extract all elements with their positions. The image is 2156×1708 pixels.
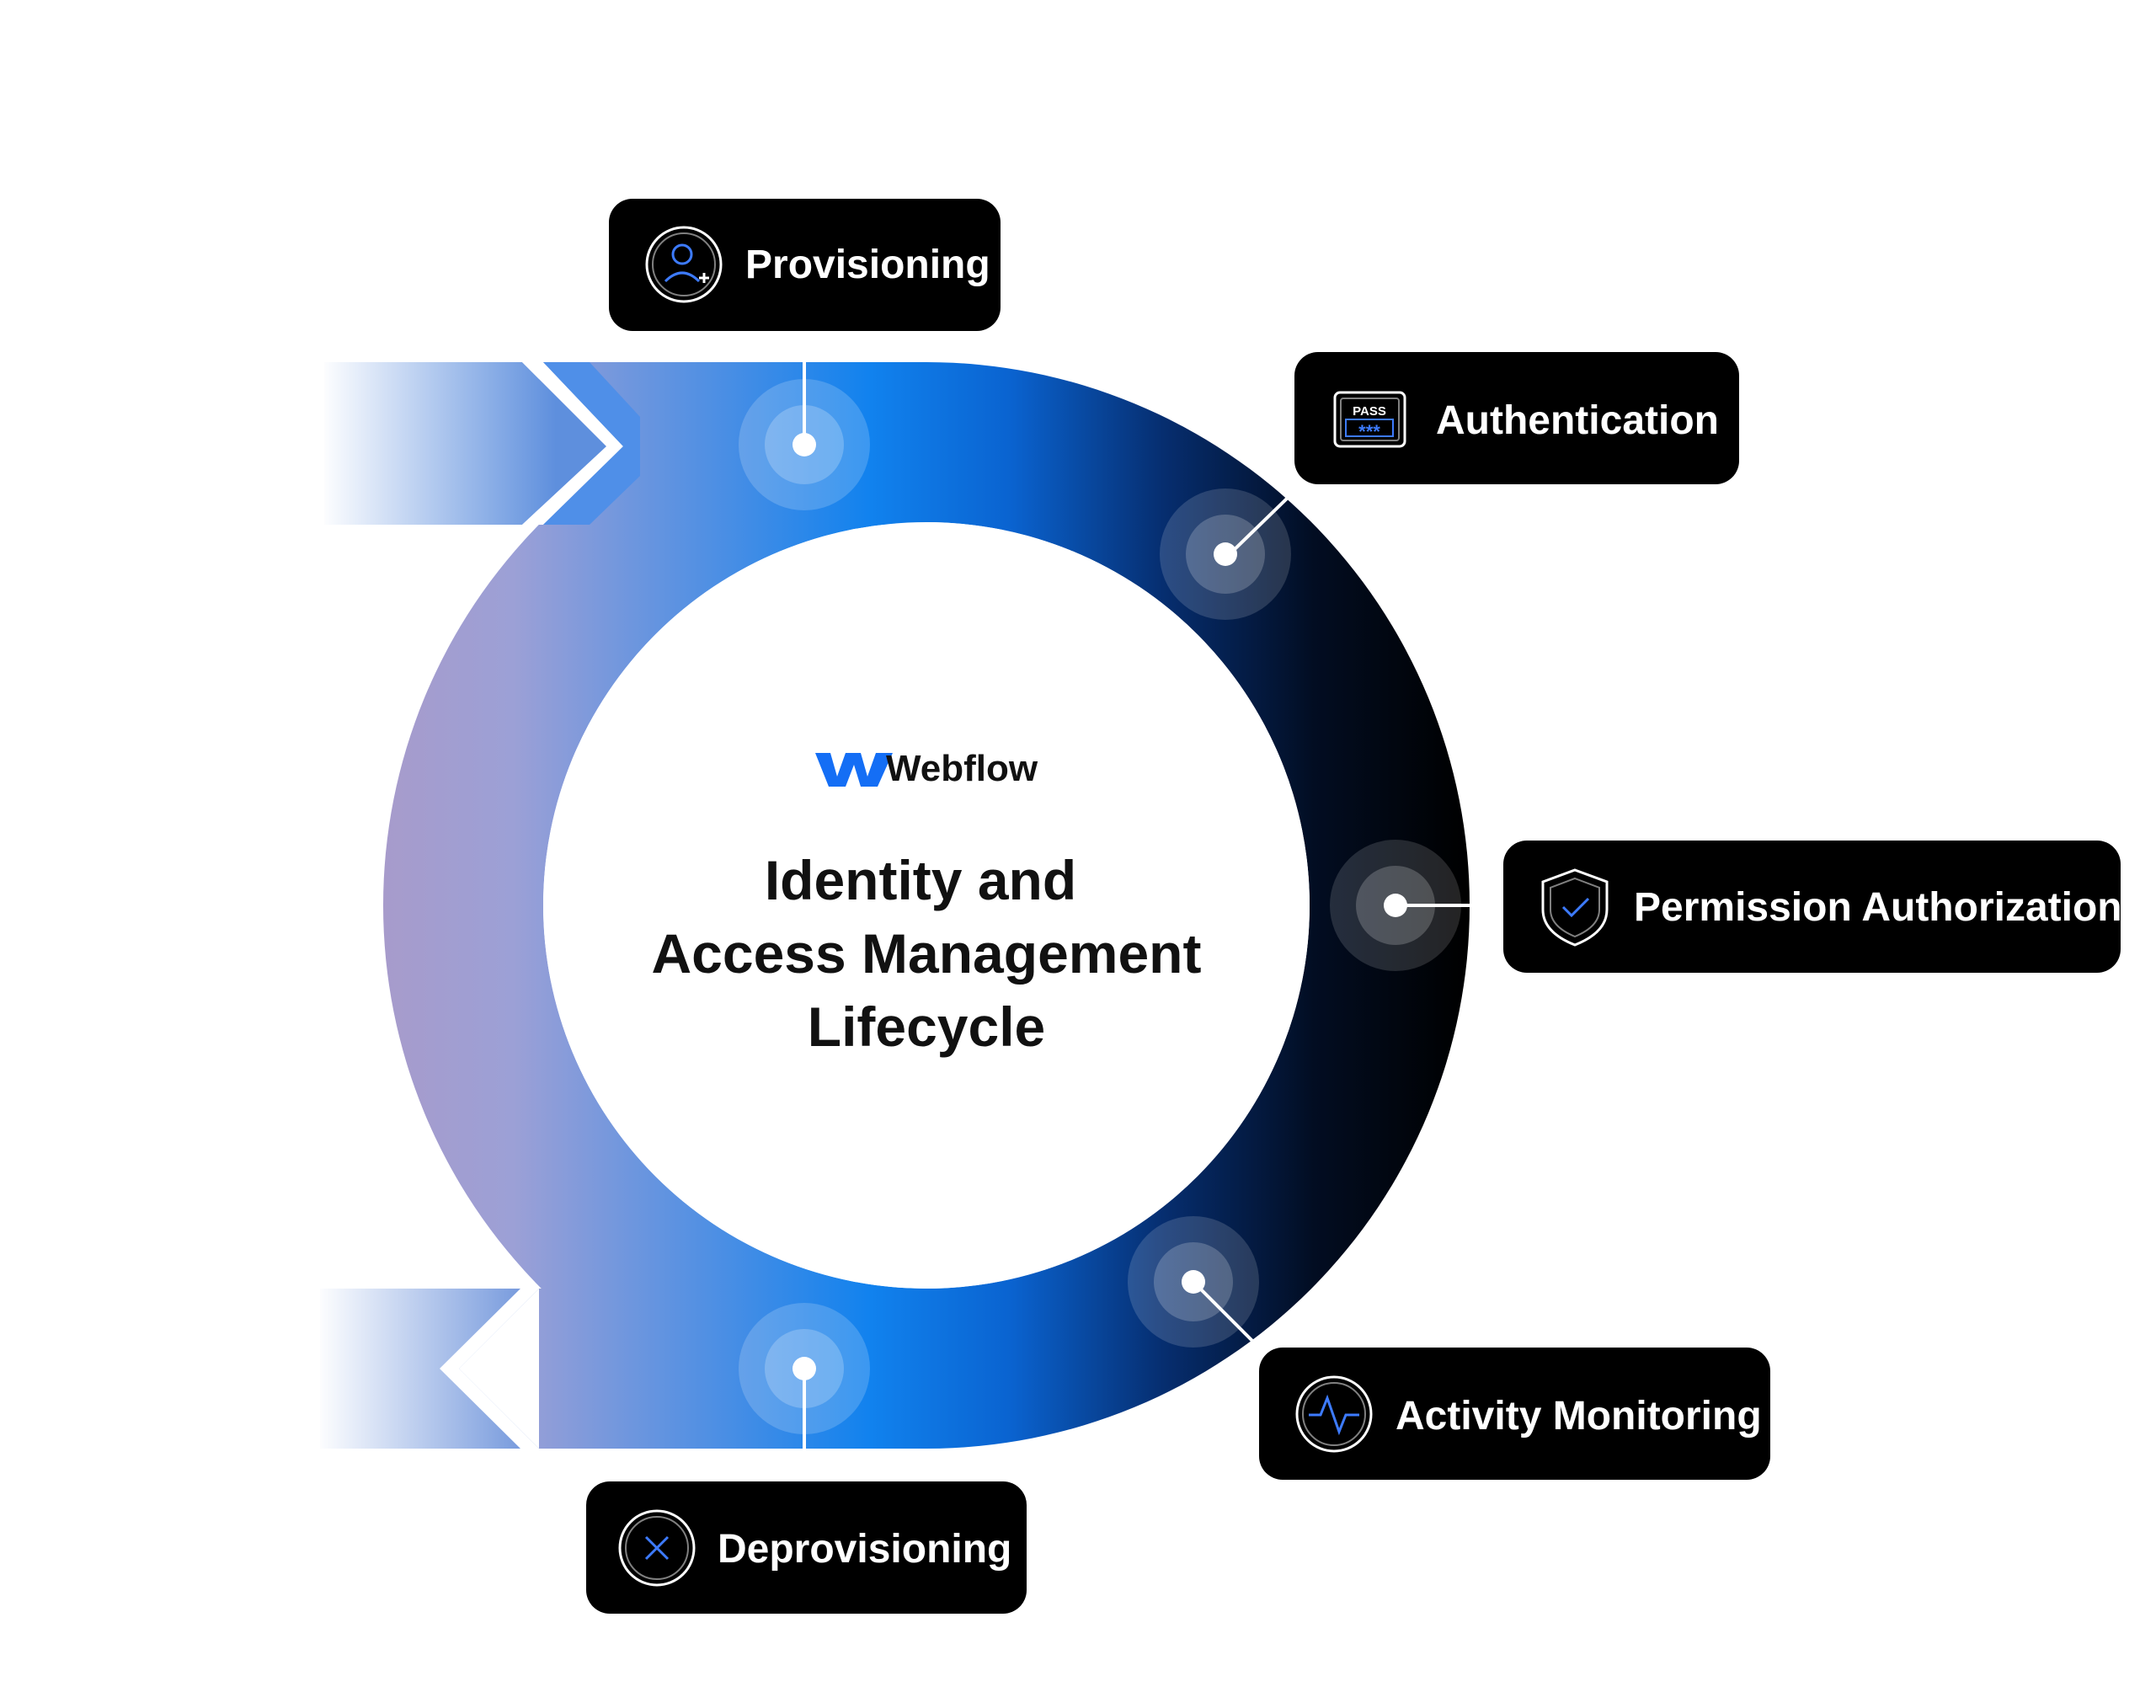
entry-arrow (324, 362, 640, 525)
title-line-1: Identity and (765, 849, 1076, 911)
stage-markers (739, 379, 1461, 1434)
stage-deprovisioning: Deprovisioning (586, 1481, 1027, 1614)
stage-label-activity-monitoring: Activity Monitoring (1396, 1394, 1762, 1438)
stage-label-authentication: Authentication (1436, 398, 1719, 443)
stage-label-permission-authorization: Permission Authorization (1634, 885, 2122, 930)
stage-authentication: PASS *** Authentication (1294, 352, 1739, 484)
authentication-marker (1160, 488, 1291, 620)
stage-provisioning: Provisioning (609, 199, 1001, 331)
pass-text: PASS (1353, 404, 1386, 419)
ring-band (926, 362, 1470, 1449)
title-line-3: Lifecycle (808, 995, 1046, 1058)
monitoring-marker (1128, 1216, 1259, 1348)
permission-marker (1330, 840, 1461, 971)
exit-arrow (320, 1289, 539, 1449)
center-circle (543, 522, 1310, 1289)
brand-name: Webflow (886, 748, 1038, 789)
stage-label-deprovisioning: Deprovisioning (718, 1527, 1011, 1572)
stage-permission-authorization: Permission Authorization (1503, 841, 2122, 973)
close-circle-icon (618, 1509, 696, 1587)
stage-connectors (803, 330, 1499, 1482)
deprovisioning-marker (739, 1303, 870, 1434)
stage-label-provisioning: Provisioning (745, 243, 990, 287)
stage-activity-monitoring: Activity Monitoring (1259, 1348, 1770, 1480)
lifecycle-ring (383, 362, 1470, 1449)
left-ring-body (383, 362, 926, 1449)
title-line-2: Access Management (652, 922, 1202, 985)
bottom-band (539, 1289, 926, 1449)
center-title: Identity and Access Management Lifecycle (652, 849, 1202, 1058)
stars-text: *** (1358, 421, 1380, 442)
user-add-icon (645, 226, 723, 303)
password-card-icon: PASS *** (1333, 391, 1406, 448)
provisioning-marker (739, 379, 870, 510)
shield-check-icon (1541, 868, 1609, 947)
brand-block: Webflow (815, 748, 1038, 789)
pulse-icon (1295, 1375, 1373, 1453)
webflow-logo-icon (815, 753, 893, 787)
